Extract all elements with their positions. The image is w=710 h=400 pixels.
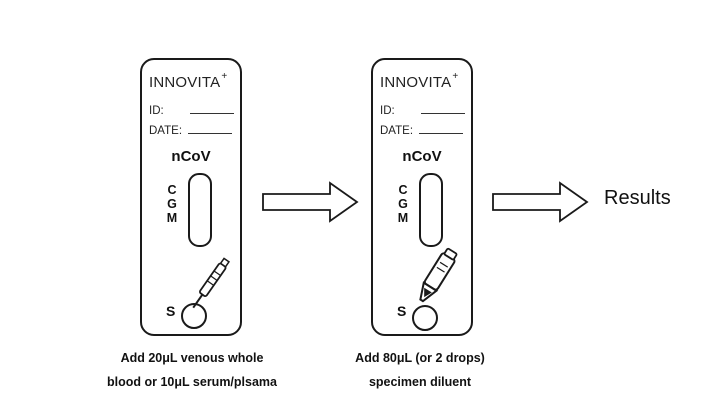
date-blank-line (188, 124, 233, 134)
brand-logo: INNOVITA+ (149, 71, 228, 91)
step-2-caption: Add 80μL (or 2 drops) specimen diluent (320, 346, 520, 394)
test-name: nCoV (171, 148, 211, 165)
test-cassette-2: INNOVITA+ ID: DATE: nCoV C G M S (371, 58, 473, 336)
step-2-line-2: specimen diluent (368, 375, 472, 389)
brand-logo: INNOVITA+ (380, 71, 459, 91)
arrow-right-icon (492, 181, 589, 223)
line-label-c: C (167, 183, 177, 197)
sample-label: S (397, 303, 407, 319)
test-name: nCoV (402, 148, 442, 165)
sample-well-icon (412, 305, 438, 331)
line-label-g: G (167, 197, 177, 211)
brand-mark: + (221, 71, 228, 82)
date-field: DATE: (149, 124, 233, 137)
line-label-c: C (398, 183, 408, 197)
date-blank-line (419, 124, 464, 134)
pipette-body (192, 257, 231, 309)
brand-name: INNOVITA (380, 74, 452, 91)
pipette-icon (181, 257, 231, 329)
id-label: ID: (380, 105, 395, 117)
line-label-m: M (166, 211, 178, 225)
line-label-g: G (398, 197, 408, 211)
line-label-m: M (397, 211, 409, 225)
sample-label: S (166, 303, 176, 319)
id-blank-line (420, 104, 465, 114)
id-field: ID: (380, 104, 465, 117)
result-window (188, 173, 212, 247)
date-label: DATE: (380, 125, 414, 137)
id-field: ID: (149, 104, 234, 117)
step-1-line-2: blood or 10μL serum/plsama (107, 375, 277, 389)
test-cassette-1: INNOVITA+ ID: DATE: nCoV C G M S (140, 58, 242, 336)
step-2-line-1: Add 80μL (or 2 drops) (355, 351, 485, 365)
step-1-line-1: Add 20μL venous whole (120, 351, 264, 365)
arrow-right-icon (262, 181, 359, 223)
id-label: ID: (149, 105, 164, 117)
brand-mark: + (452, 71, 459, 82)
id-blank-line (189, 104, 234, 114)
date-label: DATE: (149, 125, 183, 137)
dropper-bottle-icon (412, 247, 458, 331)
sample-well-icon (181, 303, 207, 329)
result-window (419, 173, 443, 247)
dropper-bottle-body (419, 247, 458, 303)
date-field: DATE: (380, 124, 464, 137)
line-labels: C G M (396, 183, 410, 225)
brand-name: INNOVITA (149, 74, 221, 91)
results-label: Results (604, 187, 671, 209)
step-1-caption: Add 20μL venous whole blood or 10μL seru… (82, 346, 302, 394)
line-labels: C G M (165, 183, 179, 225)
